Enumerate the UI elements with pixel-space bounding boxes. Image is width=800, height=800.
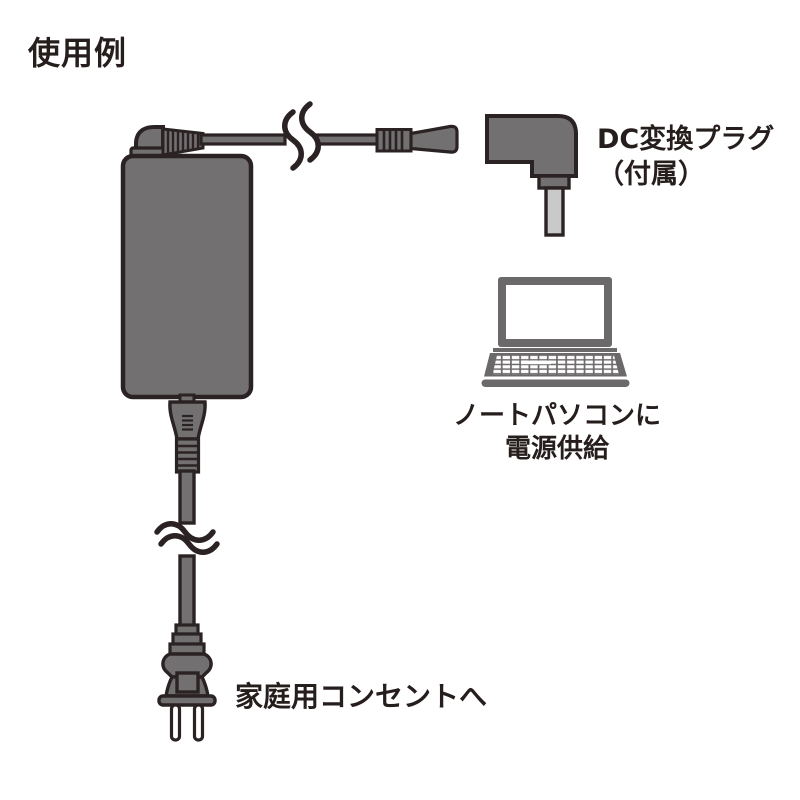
dc-plug-label-line2: （付属） [597,159,705,190]
laptop-icon [481,277,630,387]
cable-break-bottom-icon [154,521,220,555]
cable-break-top-icon [282,101,321,171]
ac-output-connector-icon [168,400,207,474]
dc-plug-label-line1: DC変換プラグ [597,124,775,155]
dc-conversion-plug-icon [485,114,578,237]
ac-adapter-icon [120,125,254,405]
page-title: 使用例 [28,34,128,72]
dc-plug-label: DC変換プラグ （付属） [597,122,774,192]
laptop-label: ノートパソコンに 電源供給 [438,400,676,466]
dc-cable-plug-icon [375,124,459,154]
laptop-label-line1: ノートパソコンに [452,401,661,431]
ac-wall-plug-icon [157,623,217,742]
laptop-label-line2: 電源供給 [504,434,609,464]
outlet-label: 家庭用コンセントへ [235,680,488,713]
ac-cable-icon [178,469,196,628]
